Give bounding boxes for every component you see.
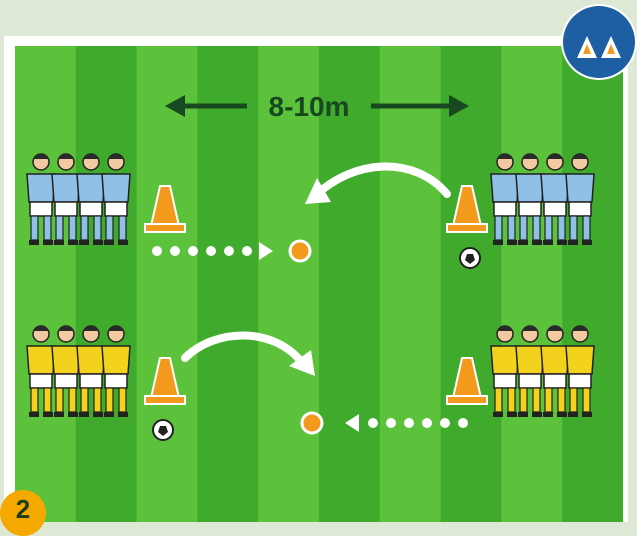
player-yellow-right <box>540 325 570 417</box>
drill-diagram: 8-10m <box>15 46 623 522</box>
distance-arrowhead-left <box>165 95 185 117</box>
dotted-run-bottom <box>345 414 468 432</box>
player-blue-right <box>490 153 520 245</box>
player-yellow-right <box>565 325 595 417</box>
player-blue-left <box>51 153 81 245</box>
player-yellow-left <box>26 325 56 417</box>
player-yellow-left <box>51 325 81 417</box>
cone-bottom-right <box>446 357 488 405</box>
ball-top-right <box>459 247 481 269</box>
player-blue-right <box>515 153 545 245</box>
player-blue-left <box>26 153 56 245</box>
player-blue-left <box>101 153 131 245</box>
player-blue-right <box>565 153 595 245</box>
target-marker-top <box>288 239 312 263</box>
player-yellow-left <box>76 325 106 417</box>
target-marker-bottom <box>300 411 324 435</box>
pass-arrowhead-bottom <box>289 350 315 376</box>
step-number-badge: 2 <box>0 490 46 536</box>
distance-label: 8-10m <box>269 91 350 122</box>
difficulty-badge <box>563 6 635 78</box>
pitch-frame: 8-10m <box>4 36 628 522</box>
ball-bottom-left <box>152 419 174 441</box>
players <box>26 153 595 417</box>
pass-arrowhead-top <box>305 178 331 204</box>
pass-arrow-bottom <box>181 331 307 368</box>
player-blue-right <box>540 153 570 245</box>
grass-stripes <box>15 46 623 522</box>
cone-top-right <box>446 185 488 233</box>
player-yellow-left <box>101 325 131 417</box>
distance-indicator: 8-10m <box>165 91 469 122</box>
player-blue-left <box>76 153 106 245</box>
pitch: 8-10m <box>15 46 623 522</box>
dotted-run-top <box>152 242 273 260</box>
player-yellow-right <box>490 325 520 417</box>
player-yellow-right <box>515 325 545 417</box>
pass-arrow-top <box>311 162 451 200</box>
double-cone-icon <box>577 36 621 58</box>
cone-top-left <box>144 185 186 233</box>
distance-arrowhead-right <box>449 95 469 117</box>
cone-bottom-left <box>144 357 186 405</box>
